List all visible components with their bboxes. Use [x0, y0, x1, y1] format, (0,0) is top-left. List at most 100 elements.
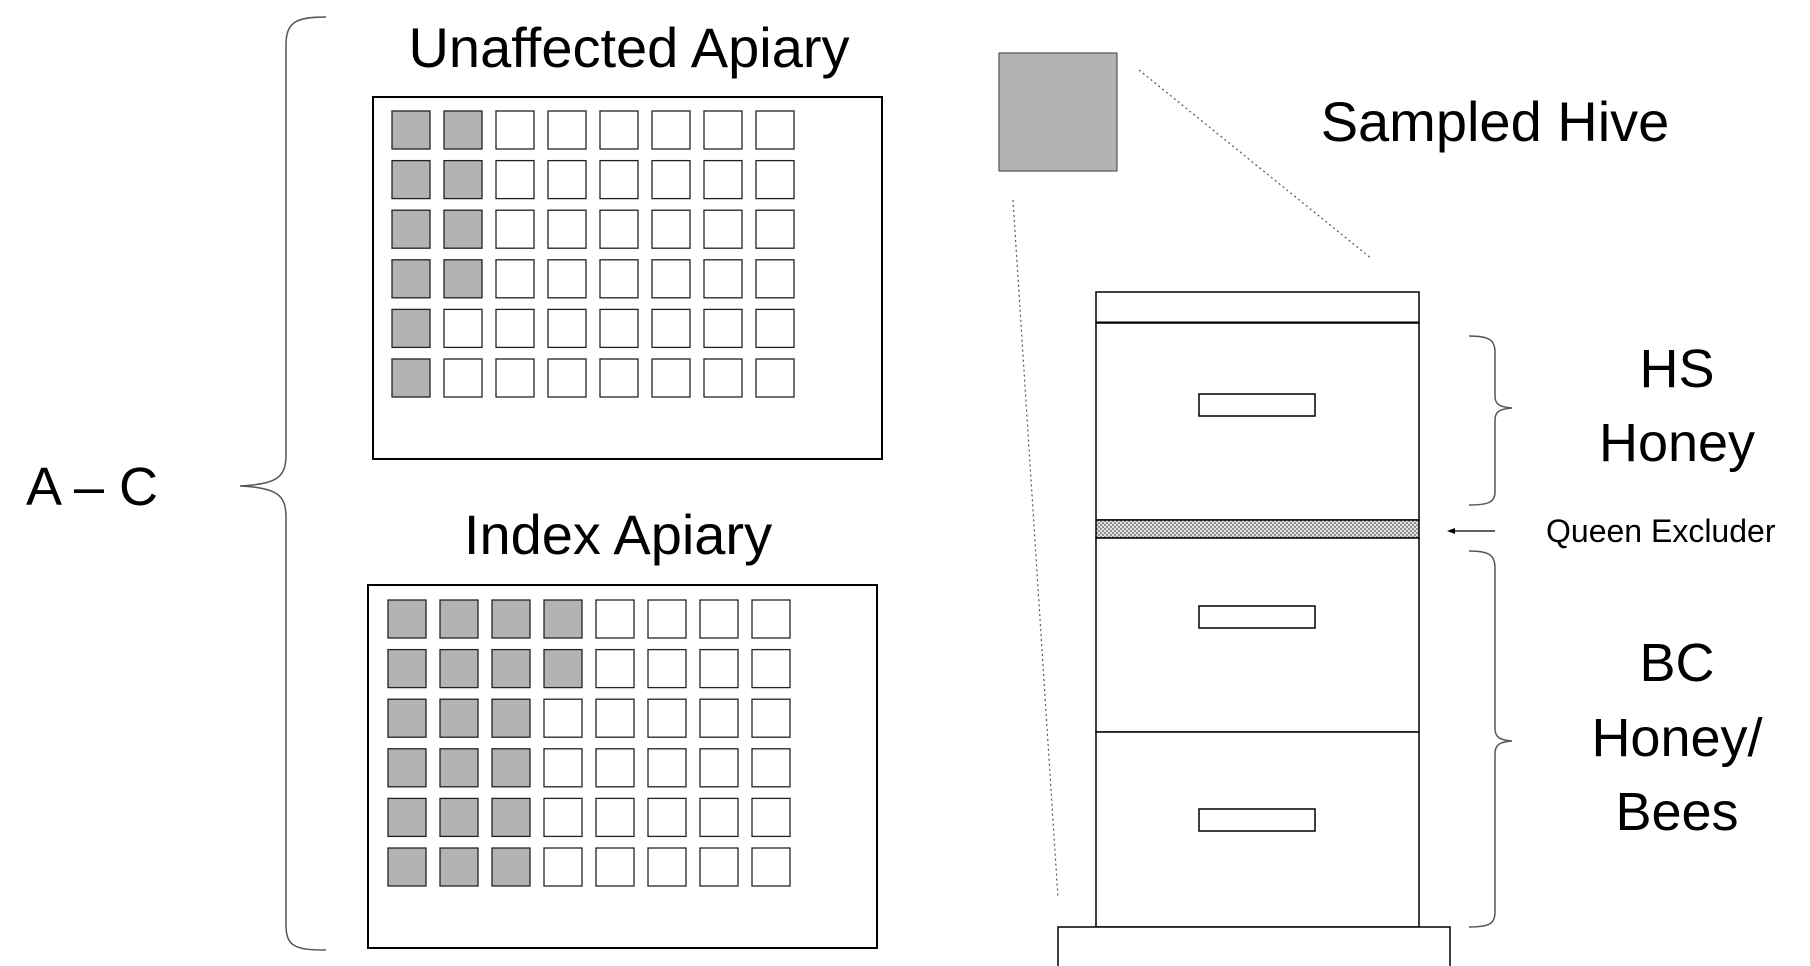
unaffected-hive [703, 358, 743, 398]
unaffected-hive [651, 259, 691, 299]
unaffected-hive [703, 209, 743, 249]
index-sampled-hive [491, 648, 531, 689]
hs-label: HS [1639, 339, 1714, 399]
hs-sublabel: Honey [1599, 413, 1755, 473]
index-sampled-hive [439, 599, 479, 639]
unaffected-sampled-hive [443, 259, 483, 299]
unaffected-sampled-hive [443, 209, 483, 249]
unaffected-hive [495, 209, 535, 249]
index-sampled-hive [439, 748, 479, 788]
brood-chamber-lower-handle [1198, 808, 1316, 832]
brood-chamber-upper [1095, 537, 1420, 733]
unaffected-hive [599, 209, 639, 249]
unaffected-hive [495, 259, 535, 299]
index-sampled-hive [387, 698, 427, 738]
index-hive [699, 648, 739, 689]
unaffected-hive [651, 209, 691, 249]
unaffected-sampled-hive [391, 209, 431, 249]
unaffected-hive [651, 110, 691, 150]
unaffected-hive [599, 358, 639, 398]
sampled-hive-title: Sampled Hive [1321, 90, 1670, 153]
unaffected-hive [547, 259, 587, 299]
index-hive [595, 748, 635, 788]
unaffected-sampled-hive [391, 159, 431, 200]
index-hive [699, 599, 739, 639]
index-sampled-hive [439, 847, 479, 887]
unaffected-hive [599, 259, 639, 299]
queen-excluder [1095, 519, 1420, 539]
unaffected-sampled-hive [391, 358, 431, 398]
left-brace [239, 16, 327, 951]
index-hive [595, 847, 635, 887]
index-sampled-hive [387, 648, 427, 689]
index-apiary-title: Index Apiary [464, 503, 772, 566]
index-hive [751, 698, 791, 738]
index-sampled-hive [439, 698, 479, 738]
index-sampled-hive [491, 599, 531, 639]
index-hive [647, 748, 687, 788]
index-hive [699, 847, 739, 887]
hive-lid [1095, 291, 1420, 324]
unaffected-hive [495, 159, 535, 200]
index-hive [751, 599, 791, 639]
index-sampled-hive [491, 847, 531, 887]
index-sampled-hive [439, 648, 479, 689]
bc-brace [1468, 550, 1513, 928]
unaffected-hive [755, 358, 795, 398]
unaffected-hive [703, 159, 743, 200]
bc-sublabel-1: Honey/ [1591, 708, 1762, 768]
index-hive [595, 698, 635, 738]
unaffected-hive [703, 110, 743, 150]
unaffected-hive [599, 159, 639, 200]
index-sampled-hive [543, 648, 583, 689]
unaffected-sampled-hive [391, 259, 431, 299]
unaffected-hive [755, 259, 795, 299]
index-hive [647, 698, 687, 738]
unaffected-hive [599, 308, 639, 349]
index-apiary-grid [387, 599, 791, 887]
unaffected-hive [755, 110, 795, 150]
queen-excluder-arrowhead [1447, 528, 1455, 534]
unaffected-hive [703, 259, 743, 299]
unaffected-hive [547, 159, 587, 200]
honey-super-box [1095, 322, 1420, 521]
hive [1057, 291, 1451, 966]
index-sampled-hive [491, 748, 531, 788]
index-sampled-hive [439, 797, 479, 838]
index-hive [699, 698, 739, 738]
zoom-line-top [1138, 69, 1373, 260]
hs-brace [1468, 335, 1513, 506]
unaffected-hive [495, 358, 535, 398]
unaffected-hive [547, 358, 587, 398]
index-hive [543, 797, 583, 838]
index-hive [751, 748, 791, 788]
unaffected-hive [703, 308, 743, 349]
unaffected-hive [755, 308, 795, 349]
index-sampled-hive [491, 698, 531, 738]
index-hive [543, 847, 583, 887]
index-hive [699, 797, 739, 838]
honey-super-handle [1198, 393, 1316, 417]
index-sampled-hive [491, 797, 531, 838]
unaffected-sampled-hive [443, 159, 483, 200]
index-hive [543, 698, 583, 738]
bc-sublabel-2: Bees [1615, 782, 1738, 842]
bc-label: BC [1639, 633, 1714, 693]
unaffected-apiary-title: Unaffected Apiary [408, 16, 849, 79]
unaffected-hive [547, 110, 587, 150]
unaffected-hive [443, 308, 483, 349]
unaffected-hive [547, 209, 587, 249]
index-hive [751, 797, 791, 838]
hive-stand [1057, 926, 1451, 966]
index-hive [595, 599, 635, 639]
unaffected-hive [651, 358, 691, 398]
index-sampled-hive [543, 599, 583, 639]
index-hive [647, 847, 687, 887]
index-hive [595, 797, 635, 838]
index-hive [647, 797, 687, 838]
unaffected-sampled-hive [391, 110, 431, 150]
unaffected-hive [651, 308, 691, 349]
unaffected-apiary-grid [391, 110, 795, 398]
brood-chamber-upper-handle [1198, 605, 1316, 629]
